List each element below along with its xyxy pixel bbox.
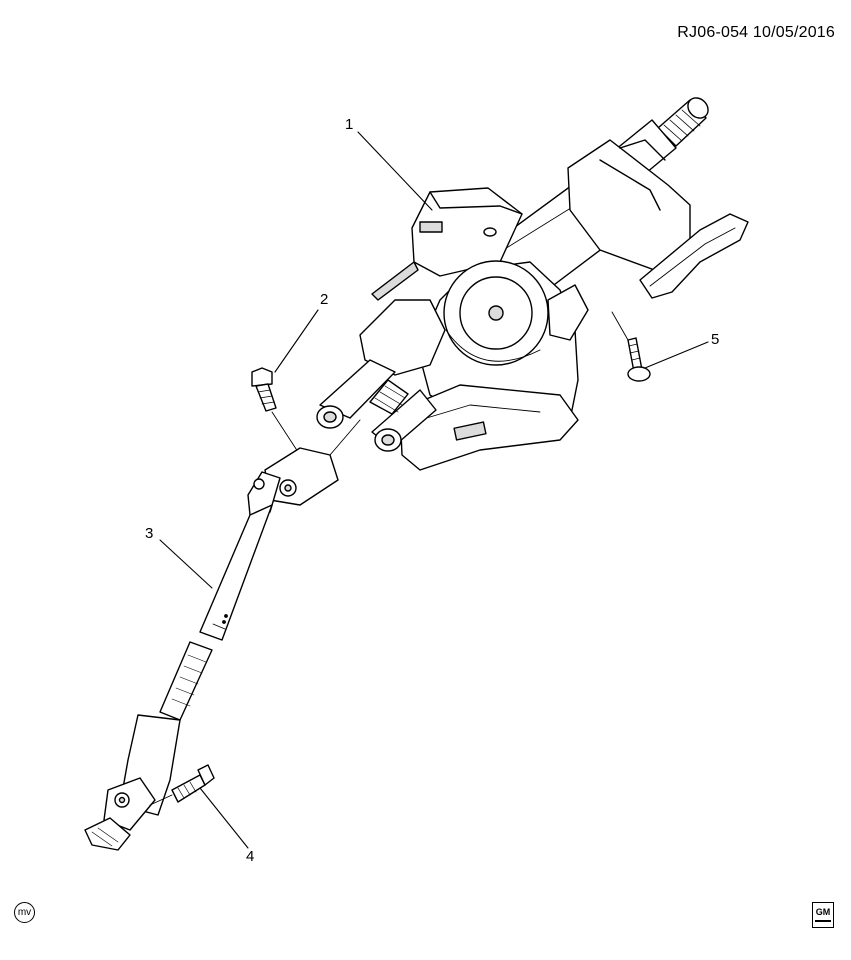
leader-lines xyxy=(159,131,709,849)
callout-2: 2 xyxy=(320,291,329,308)
bolt-upper xyxy=(251,367,301,456)
callout-5: 5 xyxy=(711,331,720,348)
gm-logo: GM xyxy=(812,902,834,928)
callout-1: 1 xyxy=(345,116,354,133)
steering-column-assembly xyxy=(316,97,749,471)
mv-mark: mv xyxy=(14,902,35,923)
callout-4: 4 xyxy=(246,848,255,865)
intermediate-steering-shaft xyxy=(84,419,361,851)
screw-right xyxy=(611,311,651,382)
bolt-lower xyxy=(149,764,215,806)
callout-3: 3 xyxy=(145,525,154,542)
page-reference: RJ06-054 10/05/2016 xyxy=(677,24,835,41)
